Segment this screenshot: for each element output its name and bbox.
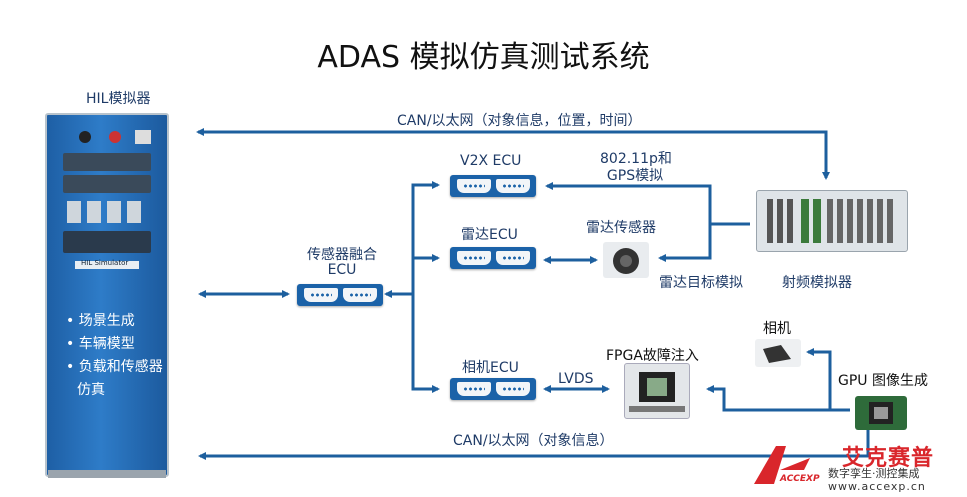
fusion-branch-camera: [411, 294, 440, 393]
radar-ecu-box: [450, 247, 536, 269]
fpga-board-icon: [624, 363, 690, 419]
gpu-board-icon: [855, 396, 907, 430]
bottom-can-label: CAN/以太网（对象信息）: [453, 433, 614, 449]
simulator-label: HIL模拟器: [86, 91, 151, 107]
rf-radar-line: [658, 224, 712, 262]
top-can-label: CAN/以太网（对象信息，位置，时间）: [397, 113, 642, 129]
rf-v2x-line: [545, 182, 750, 226]
watermark-slogan: 数字孪生·测控集成: [828, 467, 920, 480]
camera-icon: [755, 339, 801, 367]
rack-brand: HIL Simulator: [81, 259, 129, 267]
feature-item: • 场景生成: [66, 313, 135, 329]
bottom-can-line: [198, 430, 870, 460]
page-title: ADAS 模拟仿真测试系统: [317, 40, 650, 75]
fusion-ecu-label-2: ECU: [327, 262, 357, 278]
gpu-label: GPU 图像生成: [838, 373, 928, 389]
v2x-signal-label-2: GPS模拟: [606, 168, 664, 184]
gpu-camera-line: [806, 348, 832, 410]
fusion-branch-trunk: [384, 181, 440, 298]
top-can-line: [196, 128, 830, 180]
feature-item: • 负载和传感器: [66, 359, 163, 375]
fusion-ecu-box: [297, 284, 383, 306]
radar-target-sim-label: 雷达目标模拟: [659, 275, 743, 291]
camera-ecu-box: [450, 378, 536, 400]
hil-simulator-rack: HIL Simulator: [45, 113, 169, 477]
accexp-logo-icon: ACCEXP: [750, 440, 822, 488]
lvds-label: LVDS: [558, 371, 594, 387]
radar-sensor-icon: [603, 242, 649, 278]
v2x-ecu-box: [450, 175, 536, 197]
radar-ecu-label: 雷达ECU: [461, 227, 518, 243]
fusion-ecu-label-1: 传感器融合: [307, 247, 377, 263]
watermark-brand: 艾克赛普: [842, 446, 935, 471]
rack-front-panel-icon: [63, 130, 151, 269]
fpga-fault-label: FPGA故障注入: [606, 348, 699, 364]
simulator-feature-list: • 场景生成 • 车辆模型 • 负载和传感器 仿真: [66, 310, 163, 402]
radar-sensor-label: 雷达传感器: [586, 220, 656, 236]
feature-item: • 车辆模型: [66, 336, 135, 352]
camera-ecu-label: 相机ECU: [462, 360, 519, 376]
watermark-url: www.accexp.cn: [828, 480, 926, 493]
gpu-fpga-line: [706, 385, 850, 412]
feature-item: 仿真: [77, 382, 105, 398]
logo-text: ACCEXP: [780, 474, 820, 484]
camera-label: 相机: [763, 321, 791, 337]
rf-simulator-chassis: [756, 190, 908, 252]
v2x-ecu-label: V2X ECU: [460, 153, 522, 169]
v2x-signal-label-1: 802.11p和: [600, 151, 672, 167]
rf-simulator-label: 射频模拟器: [782, 275, 852, 291]
rack-base: [48, 470, 166, 478]
